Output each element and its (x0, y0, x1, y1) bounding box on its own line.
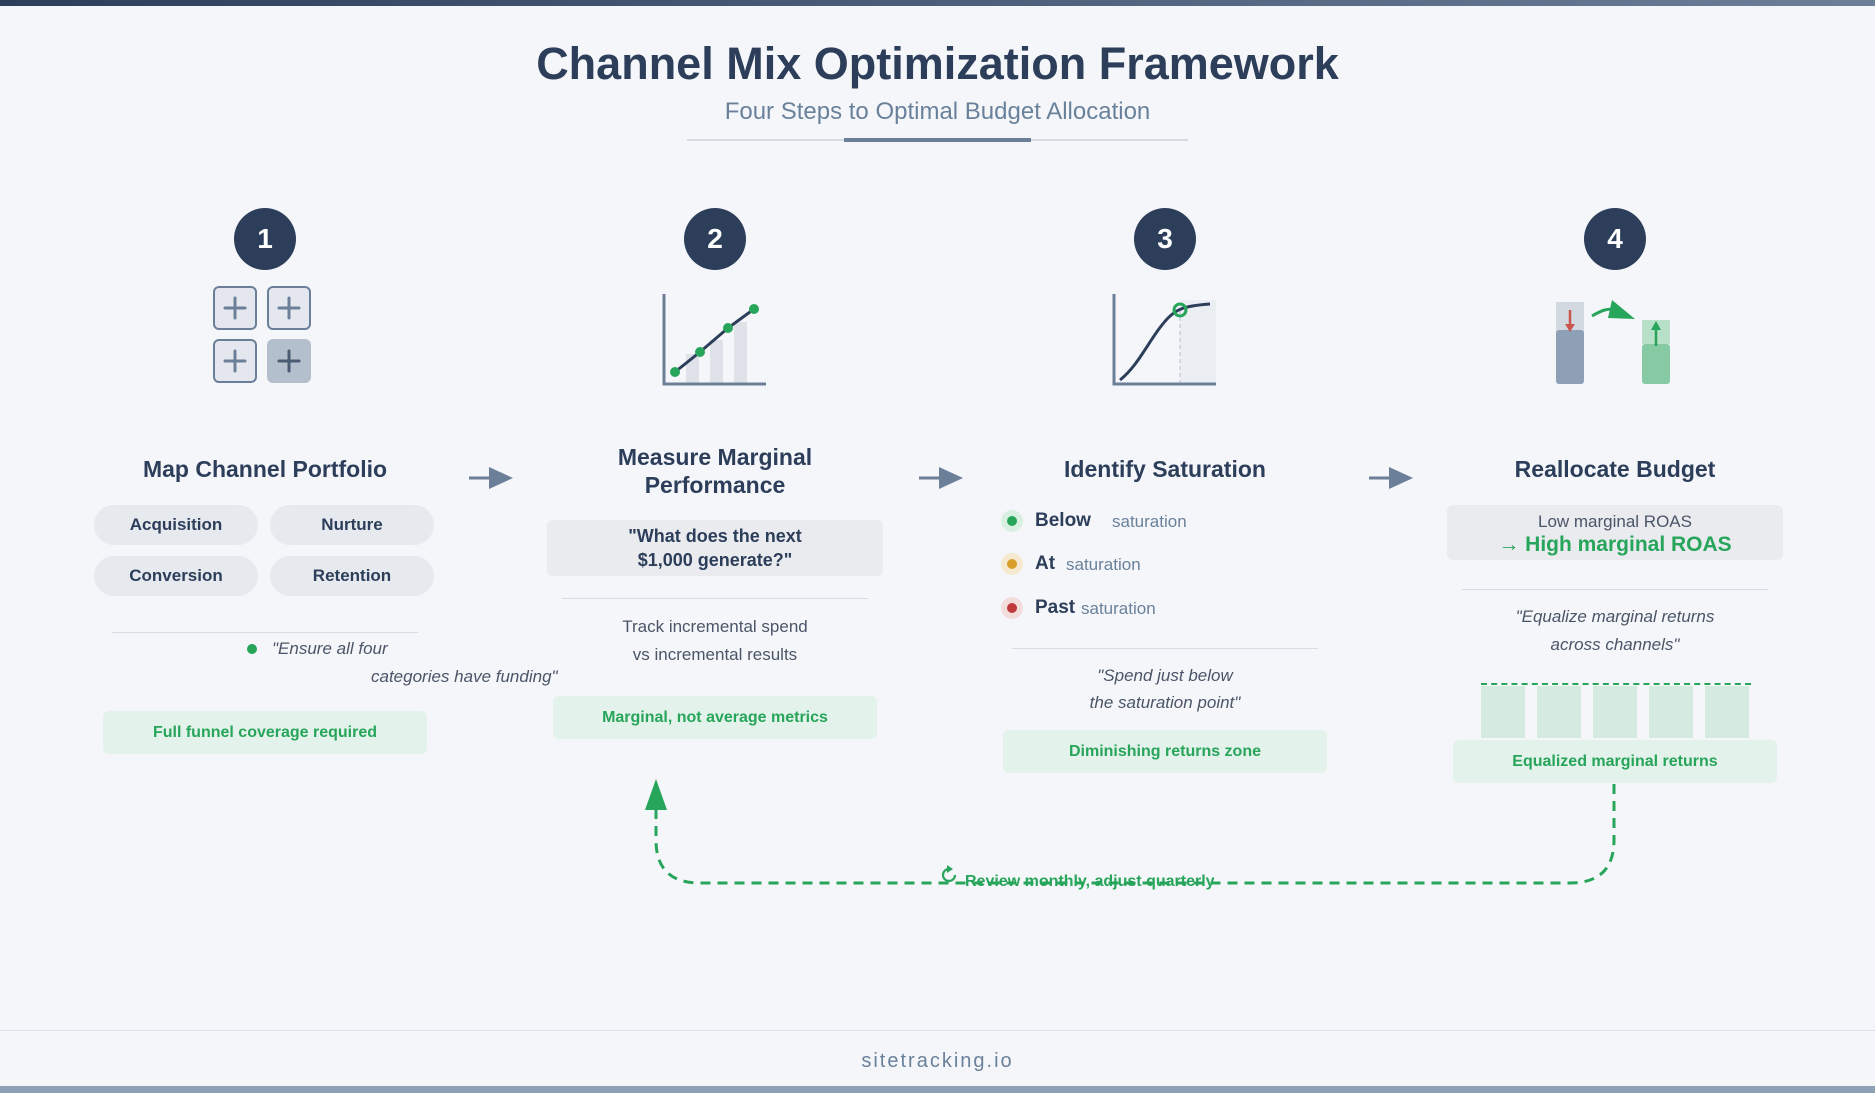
bottom-accent-bar (0, 1086, 1875, 1093)
high-roas-label: → High marginal ROAS (1498, 533, 1732, 556)
pill-conversion: Conversion (94, 556, 258, 596)
level-below-label: Below (1035, 510, 1091, 531)
step-4-title: Reallocate Budget (1514, 456, 1716, 482)
arrow-right-icon (919, 467, 963, 489)
pill-acquisition: Acquisition (94, 505, 258, 545)
title-underline-accent (844, 138, 1031, 142)
step-3-title: Identify Saturation (1064, 456, 1266, 482)
line-chart-icon (662, 294, 766, 386)
level-at-label: At (1035, 553, 1056, 574)
page-title: Channel Mix Optimization Framework (536, 38, 1339, 89)
step-2-title: Measure Marginal Performance (545, 443, 885, 499)
step-3-badge: Diminishing returns zone (1003, 730, 1327, 773)
step-4-quote-line2: across channels" (1550, 635, 1680, 654)
step-1-badge: Full funnel coverage required (103, 711, 427, 754)
step-4-divider (1462, 589, 1768, 590)
status-dot-at (1001, 553, 1023, 575)
step-4-quote-line1: "Equalize marginal returns (1515, 607, 1715, 626)
bullet-dot (247, 644, 257, 654)
step-3-quote: "Spend just below the saturation point" (995, 662, 1335, 716)
low-roas-label: Low marginal ROAS (1537, 512, 1692, 531)
arrow-right-icon (469, 467, 513, 489)
level-past-label: Past (1035, 597, 1076, 618)
level-past-suffix: saturation (1081, 599, 1156, 618)
step-1-number: 1 (234, 208, 296, 270)
level-at-suffix: saturation (1066, 555, 1141, 574)
step-2-title-line1: Measure Marginal (617, 444, 813, 470)
page-subtitle: Four Steps to Optimal Budget Allocation (724, 98, 1151, 125)
step-2-number: 2 (684, 208, 746, 270)
step-4-quote: "Equalize marginal returns across channe… (1445, 603, 1785, 659)
step-3-divider (1012, 648, 1318, 649)
step-4-roas-box: Low marginal ROAS → High marginal ROAS (1447, 505, 1783, 560)
step-1-title: Map Channel Portfolio (142, 456, 388, 482)
step-1-quote-line2: categories have funding" (371, 667, 558, 686)
step-2-body-line1: Track incremental spend (622, 617, 808, 636)
equalized-level-line (1481, 683, 1751, 685)
step-3-number: 3 (1134, 208, 1196, 270)
loop-label: Review monthly, adjust quarterly (965, 873, 1215, 890)
step-3-quote-line1: "Spend just below (1097, 666, 1233, 685)
equalized-bar (1705, 686, 1749, 738)
step-2-body: Track incremental spend vs incremental r… (545, 613, 885, 669)
status-dot-below (1001, 510, 1023, 532)
step-1-divider (112, 632, 418, 633)
step-2-question-line1: "What does the next (628, 526, 802, 546)
footer-brand: sitetracking.io (861, 1050, 1014, 1072)
step-2-divider (562, 598, 868, 599)
footer-divider (0, 1030, 1875, 1031)
step-2-title-line2: Performance (644, 472, 786, 498)
step-4-number: 4 (1584, 208, 1646, 270)
saturation-curve-icon (1112, 294, 1216, 386)
step-4-badge: Equalized marginal returns (1453, 740, 1777, 783)
step-2-body-line2: vs incremental results (632, 645, 798, 664)
top-accent-bar (0, 0, 1875, 6)
equalized-bar (1593, 686, 1637, 738)
level-below-suffix: saturation (1112, 512, 1187, 531)
reallocate-bars-icon (1556, 300, 1670, 384)
pill-retention: Retention (270, 556, 434, 596)
channel-grid-icon (213, 286, 311, 383)
equalized-bar (1649, 686, 1693, 738)
step-1-quote-line1: "Ensure all four (272, 639, 388, 658)
step-2-badge: Marginal, not average metrics (553, 696, 877, 739)
refresh-icon (941, 865, 957, 883)
pill-nurture: Nurture (270, 505, 434, 545)
status-dot-past (1001, 597, 1023, 619)
equalized-bar (1537, 686, 1581, 738)
step-2-question-box: "What does the next $1,000 generate?" (547, 520, 883, 576)
step-3-quote-line2: the saturation point" (1089, 693, 1241, 712)
step-2-question-line2: $1,000 generate?" (637, 550, 793, 570)
equalized-bar (1481, 686, 1525, 738)
arrow-right-icon (1369, 467, 1413, 489)
